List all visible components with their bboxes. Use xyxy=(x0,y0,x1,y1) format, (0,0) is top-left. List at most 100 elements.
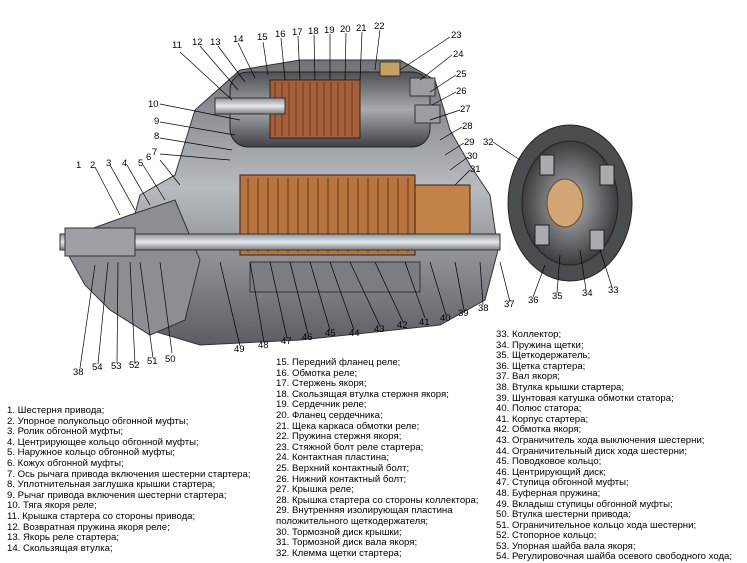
legend-item: 22. Пружина стержня якоря; xyxy=(276,431,402,443)
callout-41: 41 xyxy=(419,317,430,328)
callout-36: 36 xyxy=(528,295,539,306)
legend-item: 24. Контактная пластина; xyxy=(276,452,390,464)
legend-item: 4. Центрирующее кольцо обгонной муфты; xyxy=(7,436,199,448)
callout-35: 35 xyxy=(552,291,563,302)
callout-31: 31 xyxy=(470,164,481,175)
callout-numbers: 1 2 3 4 5 6 7 8 9 10 11 12 13 14 15 16 1… xyxy=(73,21,619,378)
callout-1: 1 xyxy=(76,160,81,171)
legend-item: 21. Щека каркаса обмотки реле; xyxy=(276,420,420,432)
legend-item: 25. Верхний контактный болт; xyxy=(276,462,410,474)
legend-item: 23. Стяжной болт реле стартера; xyxy=(276,441,424,453)
legend-item: 53. Упорная шайба вала якоря; xyxy=(496,540,636,552)
callout-22: 22 xyxy=(374,21,385,32)
legend-item: 30. Тормозной диск крышки; xyxy=(276,526,402,538)
legend-item: 18. Скользящая втулка стержня якоря; xyxy=(276,388,449,400)
legend-item: 3. Ролик обгонной муфты; xyxy=(7,426,124,438)
legend-item: 35. Щеткодержатель; xyxy=(496,350,591,362)
callout-3: 3 xyxy=(106,158,111,169)
callout-21: 21 xyxy=(356,23,367,34)
callout-10: 10 xyxy=(148,99,159,110)
legend-item: 16. Обмотка реле; xyxy=(276,367,358,379)
legend-item: 48. Буферная пружина; xyxy=(496,487,601,499)
legend-item: 47. Ступица обгонной муфты; xyxy=(496,477,629,489)
legend-item: 12. Возвратная пружина якоря реле; xyxy=(7,521,170,533)
callout-28: 28 xyxy=(462,121,473,132)
legend-item: 51. Ограничительное кольцо хода шестерни… xyxy=(496,519,697,531)
legend-item: 27. Крышка реле; xyxy=(276,484,354,496)
legend-item: 52. Стопорное кольцо; xyxy=(496,530,597,542)
callout-11: 11 xyxy=(172,40,182,51)
callout-43: 43 xyxy=(374,324,385,335)
callout-52: 52 xyxy=(129,360,140,371)
callout-54: 54 xyxy=(92,362,103,373)
callout-44: 44 xyxy=(349,328,360,339)
legend-item: 40. Полюс статора; xyxy=(496,403,582,415)
legend-item: 7. Ось рычага привода включения шестерни… xyxy=(7,468,251,480)
callout-34: 34 xyxy=(582,288,593,299)
callout-37: 37 xyxy=(504,299,515,310)
legend-item: 15. Передний фланец реле; xyxy=(276,357,401,368)
callout-53: 53 xyxy=(111,361,122,372)
legend-item: 33. Коллектор; xyxy=(496,329,562,340)
callout-9: 9 xyxy=(154,116,159,127)
legend-item: 38. Втулка крышки стартера; xyxy=(496,381,625,393)
callout-51: 51 xyxy=(147,356,158,367)
callout-30: 30 xyxy=(467,151,478,162)
callout-45: 45 xyxy=(325,328,336,339)
legend-item: 14. Скользящая втулка; xyxy=(7,542,113,554)
callout-15: 15 xyxy=(257,32,268,43)
callout-27: 27 xyxy=(460,104,471,115)
legend-item: 26. Нижний контактный болт; xyxy=(276,473,407,485)
callout-20: 20 xyxy=(340,24,351,35)
legend-item: 41. Корпус стартера; xyxy=(496,413,589,425)
legend-item: 34. Пружина щетки; xyxy=(496,339,584,351)
legend-column-3: 33. Коллектор; 34. Пружина щетки; 35. Ще… xyxy=(496,329,733,563)
callout-24: 24 xyxy=(453,49,464,60)
legend-item: 6. Кожух обгонной муфты; xyxy=(7,457,124,469)
legend-item: 11. Крышка стартера со стороны привода; xyxy=(7,510,196,522)
callout-8: 8 xyxy=(154,131,159,142)
callout-49: 49 xyxy=(234,344,245,355)
legend-item: 54. Регулировочная шайба осевого свободн… xyxy=(496,551,733,563)
armature-shaft xyxy=(59,233,501,251)
legend-item: 42. Обмотка якоря; xyxy=(496,424,582,436)
callout-25: 25 xyxy=(456,69,467,80)
collector-cover xyxy=(507,124,633,282)
callout-6: 6 xyxy=(146,152,151,163)
callout-46: 46 xyxy=(302,332,313,343)
callout-32: 32 xyxy=(483,137,494,148)
callout-14: 14 xyxy=(233,34,244,45)
legend-item: 9. Рычаг привода включения шестерни стар… xyxy=(7,489,227,501)
legend-item: 10. Тяга якоря реле; xyxy=(7,500,97,512)
legend-item: 1. Шестерня привода; xyxy=(7,405,105,416)
callout-12: 12 xyxy=(192,37,203,48)
legend-item: 44. Ограничительный диск хода шестерни; xyxy=(496,445,687,457)
legend-item: 29. Внутренняя изолирующая пластина xyxy=(276,505,453,517)
callout-26: 26 xyxy=(456,86,467,97)
callout-17: 17 xyxy=(292,27,303,38)
legend-item: 50. Втулка шестерни привода; xyxy=(496,509,631,521)
callout-33: 33 xyxy=(608,285,619,296)
legend-item: 37. Вал якоря; xyxy=(496,371,560,383)
callout-4: 4 xyxy=(122,158,127,169)
legend-item: 19. Сердечник реле; xyxy=(276,399,367,411)
legend-item: 8. Уплотнительная заглушка крышки старте… xyxy=(7,479,216,491)
legend-item: 13. Якорь реле стартера; xyxy=(7,532,120,544)
callout-2: 2 xyxy=(90,160,95,171)
relay-solenoid xyxy=(214,61,441,148)
drive-pinion xyxy=(64,227,136,257)
legend-item: положительного щеткодержателя; xyxy=(276,515,429,527)
callout-18: 18 xyxy=(308,26,319,37)
callout-38b: 38 xyxy=(73,367,84,378)
starter-cutaway-illustration: 1 2 3 4 5 6 7 8 9 10 11 12 13 14 15 16 1… xyxy=(59,21,633,378)
legend-item: 49. Вкладыш ступицы обгонной муфты; xyxy=(496,498,673,510)
callout-19: 19 xyxy=(324,25,335,36)
legend-item: 45. Поводковое кольцо; xyxy=(496,456,602,468)
callout-29: 29 xyxy=(464,137,475,148)
callout-23: 23 xyxy=(451,30,462,41)
legend-column-2: 15. Передний фланец реле; 16. Обмотка ре… xyxy=(276,357,479,559)
callout-13: 13 xyxy=(210,37,221,48)
legend-item: 46. Центрирующий диск; xyxy=(496,466,606,478)
legend-column-1: 1. Шестерня привода; 2. Упорное полуколь… xyxy=(7,405,251,554)
callout-42: 42 xyxy=(397,320,408,331)
